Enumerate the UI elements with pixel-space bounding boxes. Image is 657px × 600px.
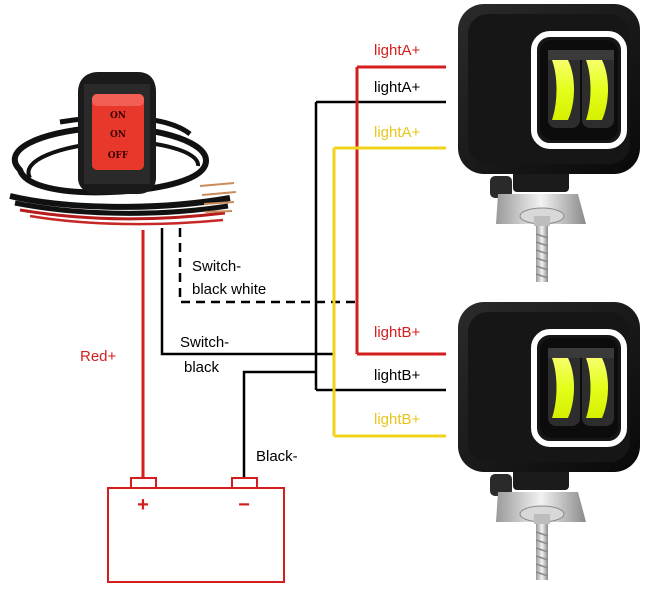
switch-black-label-1: Switch-: [180, 334, 229, 351]
switch-position-3: OFF: [108, 151, 129, 161]
yellow-light-wire: [332, 146, 446, 438]
battery: + −: [107, 477, 285, 583]
light-a-red-label: lightA+: [374, 42, 421, 59]
switch-black-wire: [160, 228, 334, 356]
battery-plus-label: +: [137, 494, 149, 516]
light-b-yellow-label: lightB+: [374, 411, 421, 428]
black-ground-label: Black-: [256, 448, 298, 465]
light-b-red-label: lightB+: [374, 324, 421, 341]
switch-rocker[interactable]: [92, 94, 144, 170]
switch-position-2: ON: [110, 130, 126, 140]
battery-minus-label: −: [238, 494, 250, 516]
light-b-black-label: lightB+: [374, 367, 421, 384]
red-wire-label: Red+: [80, 348, 117, 365]
red-light-wire: [355, 65, 446, 356]
switch-black-white-label-1: Switch-: [192, 258, 241, 275]
work-light-a: [458, 4, 640, 282]
black-ground-wire: [242, 370, 316, 478]
switch-black-white-label-2: black white: [192, 281, 266, 298]
switch-position-1: ON: [110, 111, 126, 121]
work-light-b: [458, 302, 640, 580]
light-a-black-label: lightA+: [374, 79, 421, 96]
light-a-yellow-label: lightA+: [374, 124, 421, 141]
black-bus-wire: [314, 100, 446, 392]
switch-black-label-2: black: [184, 359, 220, 376]
rocker-switch: ON ON OFF: [9, 72, 237, 226]
